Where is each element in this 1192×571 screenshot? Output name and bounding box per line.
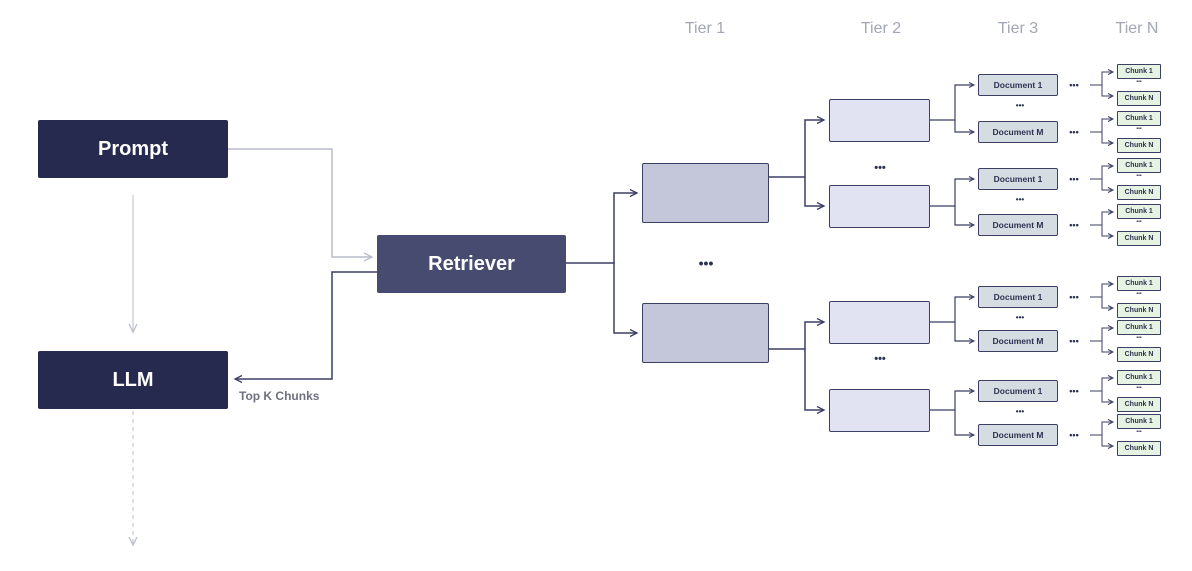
doc-trailing-ellipsis: ••• [1069, 80, 1079, 90]
chunk-n-node: Chunk N [1117, 91, 1161, 106]
tier2-to-doc-1 [930, 82, 976, 121]
prompt-node: Prompt [38, 120, 228, 178]
doc-to-chunk-1 [1101, 69, 1115, 85]
retriever-to-llm-line [235, 271, 377, 379]
tier1-to-tier2-2 [804, 177, 824, 206]
top-k-chunks-label: Top K Chunks [239, 389, 320, 403]
chunk-1-node: Chunk 1 [1117, 204, 1161, 219]
tier-3-header: Tier 3 [997, 20, 1039, 37]
retriever-to-tier1-top [566, 193, 637, 264]
doc-to-chunk-n [1101, 297, 1115, 311]
doc-trailing-ellipsis: ••• [1069, 127, 1079, 137]
chunk-n-node: Chunk N [1117, 441, 1161, 456]
chunk-1-node: Chunk 1 [1117, 158, 1161, 173]
doc-to-chunk-1 [1101, 281, 1115, 297]
retriever-node: Retriever [377, 235, 566, 293]
chunk-n-node: Chunk N [1117, 231, 1161, 246]
tier2-to-doc-m [954, 410, 976, 438]
doc-to-chunk-1 [1101, 375, 1115, 391]
tier2-box-2 [829, 185, 930, 228]
chunk-ellipsis: ••• [1136, 219, 1142, 225]
tier2-to-doc-m [954, 322, 976, 344]
doc-to-chunk-n [1101, 341, 1115, 355]
doc-ellipsis: ••• [1015, 407, 1025, 416]
tier2-to-doc-1 [930, 388, 976, 411]
doc-ellipsis: ••• [1015, 313, 1025, 322]
tier2-ellipsis-bottom: ••• [874, 353, 886, 365]
tier1-box-top [642, 163, 769, 223]
doc-to-chunk-n [1101, 225, 1115, 239]
chunk-ellipsis: ••• [1136, 173, 1142, 179]
chunk-ellipsis: ••• [1136, 429, 1142, 435]
retriever-to-tier1-bottom [613, 263, 637, 333]
tier2-to-doc-m [954, 206, 976, 228]
chunk-n-node: Chunk N [1117, 347, 1161, 362]
doc-to-chunk-n [1101, 179, 1115, 193]
retriever-label: Retriever [428, 252, 515, 275]
doc-trailing-ellipsis: ••• [1069, 336, 1079, 346]
tier2-box-3 [829, 301, 930, 344]
llm-node: LLM [38, 351, 228, 409]
chunk-1-node: Chunk 1 [1117, 370, 1161, 385]
llm-label: LLM [112, 368, 154, 391]
doc-to-chunk-1 [1101, 209, 1115, 225]
tier2-ellipsis-top: ••• [874, 162, 886, 174]
chunk-ellipsis: ••• [1136, 385, 1142, 391]
chunk-ellipsis: ••• [1136, 126, 1142, 132]
chunk-1-node: Chunk 1 [1117, 111, 1161, 126]
chunk-n-node: Chunk N [1117, 397, 1161, 412]
chunk-1-node: Chunk 1 [1117, 276, 1161, 291]
tier2-to-doc-1 [930, 176, 976, 207]
doc-trailing-ellipsis: ••• [1069, 430, 1079, 440]
document-m-node: Document M [978, 330, 1058, 352]
tier2-box-4 [829, 389, 930, 432]
document-1-node: Document 1 [978, 74, 1058, 96]
chunk-n-node: Chunk N [1117, 303, 1161, 318]
tier1-to-tier2-4 [804, 349, 824, 410]
document-1-node: Document 1 [978, 168, 1058, 190]
chunk-n-node: Chunk N [1117, 138, 1161, 153]
document-1-node: Document 1 [978, 380, 1058, 402]
doc-trailing-ellipsis: ••• [1069, 292, 1079, 302]
chunk-n-node: Chunk N [1117, 185, 1161, 200]
tier-1-header: Tier 1 [684, 20, 726, 37]
document-m-node: Document M [978, 214, 1058, 236]
tier2-box-1 [829, 99, 930, 142]
chunk-1-node: Chunk 1 [1117, 320, 1161, 335]
tier1-to-tier2-3 [769, 322, 824, 350]
chunk-1-node: Chunk 1 [1117, 64, 1161, 79]
doc-to-chunk-1 [1101, 419, 1115, 435]
doc-ellipsis: ••• [1015, 101, 1025, 110]
chunk-ellipsis: ••• [1136, 291, 1142, 297]
prompt-to-retriever-line [228, 148, 374, 262]
tier2-to-doc-m [954, 120, 976, 135]
doc-to-chunk-n [1101, 435, 1115, 449]
tier2-to-doc-1 [930, 294, 976, 323]
tier-n-header: Tier N [1115, 20, 1159, 37]
doc-trailing-ellipsis: ••• [1069, 220, 1079, 230]
doc-to-chunk-1 [1101, 325, 1115, 341]
doc-ellipsis: ••• [1015, 195, 1025, 204]
tier1-ellipsis: ••• [698, 255, 714, 271]
document-m-node: Document M [978, 121, 1058, 143]
doc-to-chunk-1 [1101, 116, 1115, 132]
doc-trailing-ellipsis: ••• [1069, 174, 1079, 184]
chunk-ellipsis: ••• [1136, 335, 1142, 341]
doc-to-chunk-n [1101, 85, 1115, 99]
doc-to-chunk-n [1101, 391, 1115, 405]
tier-2-header: Tier 2 [860, 20, 902, 37]
tier1-box-bottom [642, 303, 769, 363]
prompt-label: Prompt [98, 137, 168, 160]
document-m-node: Document M [978, 424, 1058, 446]
doc-to-chunk-n [1101, 132, 1115, 146]
doc-trailing-ellipsis: ••• [1069, 386, 1079, 396]
doc-to-chunk-1 [1101, 163, 1115, 179]
chunk-1-node: Chunk 1 [1117, 414, 1161, 429]
document-1-node: Document 1 [978, 286, 1058, 308]
chunk-ellipsis: ••• [1136, 79, 1142, 85]
tier1-to-tier2-1 [769, 120, 824, 178]
